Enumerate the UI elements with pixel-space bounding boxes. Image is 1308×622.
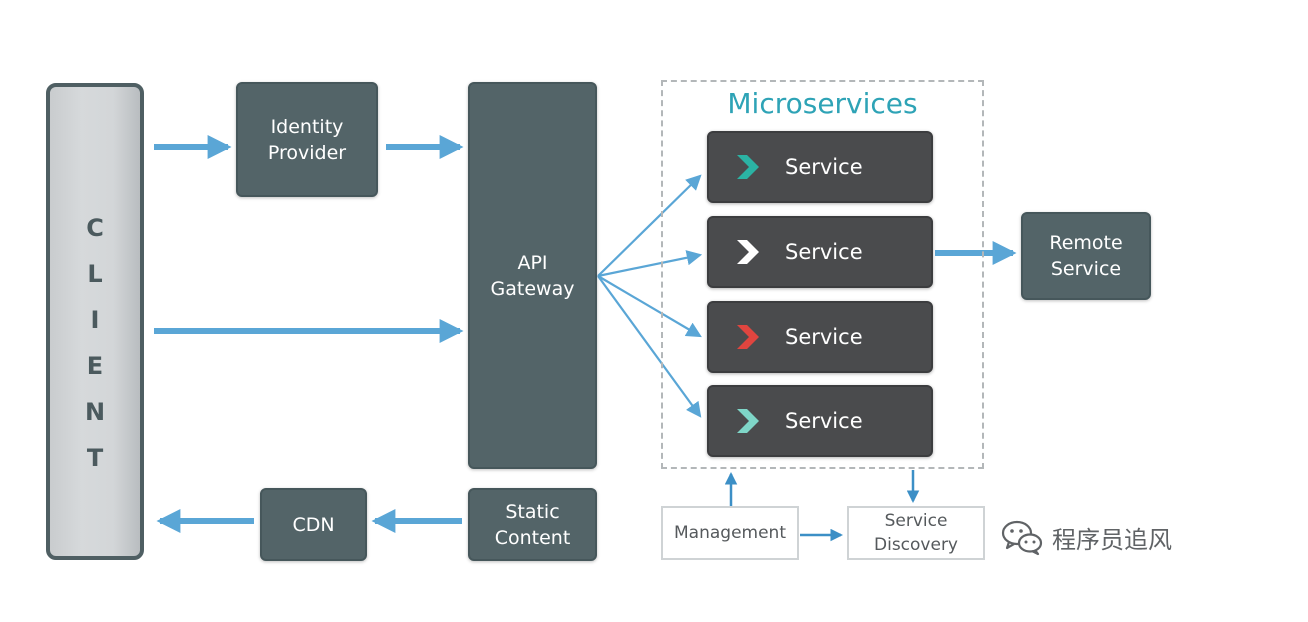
client-letter: T: [86, 444, 104, 472]
service-discovery-label-line1: Service: [884, 511, 948, 531]
cdn-box: CDN: [260, 488, 367, 561]
api-gateway-box: API Gateway: [468, 82, 597, 469]
service-box-4: Service: [707, 385, 933, 457]
static-content-label-line2: Content: [494, 526, 571, 549]
identity-provider-box: Identity Provider: [236, 82, 378, 197]
arrow-gateway-to-service-2: [597, 250, 703, 278]
service-label: Service: [785, 155, 863, 179]
client-letter: E: [86, 352, 104, 380]
remote-service-box: Remote Service: [1021, 212, 1151, 300]
watermark: 程序员追风: [1000, 518, 1172, 556]
management-label: Management: [674, 523, 786, 543]
service-label: Service: [785, 325, 863, 349]
api-gateway-label-line1: API: [517, 251, 548, 274]
management-box: Management: [661, 506, 799, 560]
api-gateway-label-line2: Gateway: [490, 277, 575, 300]
remote-service-label-line2: Service: [1050, 258, 1122, 280]
client-letter: I: [90, 306, 100, 334]
client-letter: L: [87, 260, 103, 288]
arrow-gateway-to-service-4: [597, 275, 702, 418]
arrow-gateway-to-service-1: [597, 174, 702, 277]
client-letter: N: [84, 398, 106, 426]
service-discovery-box: Service Discovery: [847, 506, 985, 560]
service-box-3: Service: [707, 301, 933, 373]
microservices-frame: [661, 80, 984, 469]
identity-provider-label-line2: Provider: [267, 141, 347, 164]
arrow-gateway-to-service-3: [597, 275, 702, 338]
remote-service-label-line1: Remote: [1049, 232, 1123, 254]
cdn-label: CDN: [292, 513, 335, 536]
watermark-text: 程序员追风: [1052, 525, 1172, 554]
service-discovery-label-line2: Discovery: [874, 535, 958, 555]
client-letter: C: [86, 214, 104, 242]
client-box: C L I E N T: [46, 83, 144, 560]
service-label: Service: [785, 240, 863, 264]
service-box-2: Service: [707, 216, 933, 288]
chevron-right-icon: [737, 409, 759, 433]
chevron-right-icon: [737, 325, 759, 349]
chevron-right-icon: [737, 240, 759, 264]
wechat-icon: [1001, 520, 1043, 556]
chevron-right-icon: [737, 155, 759, 179]
service-box-1: Service: [707, 131, 933, 203]
microservices-title: Microservices: [727, 87, 918, 120]
service-label: Service: [785, 409, 863, 433]
static-content-box: Static Content: [468, 488, 597, 561]
identity-provider-label-line1: Identity: [270, 115, 344, 138]
static-content-label-line1: Static: [505, 500, 560, 523]
